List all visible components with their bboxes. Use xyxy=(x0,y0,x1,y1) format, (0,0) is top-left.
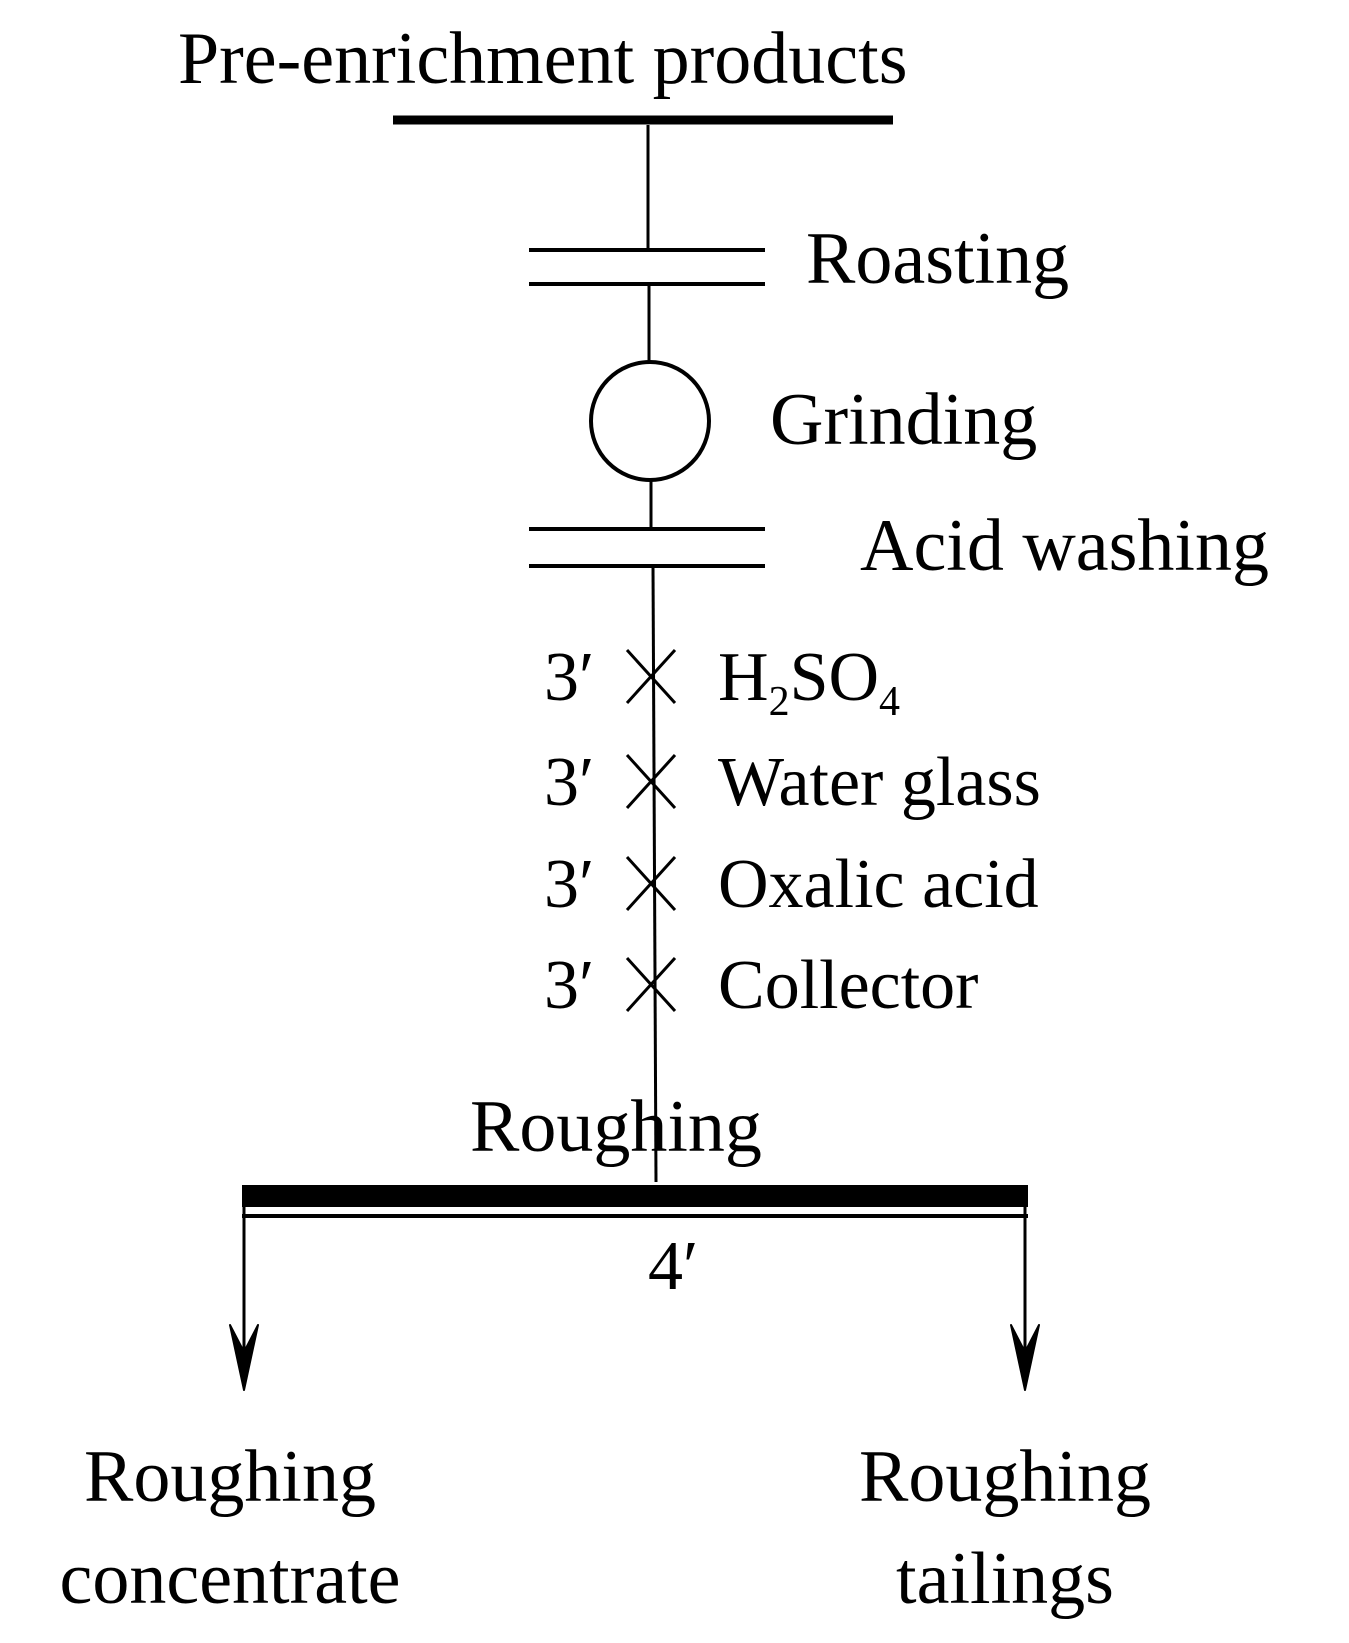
tailings-arrowhead xyxy=(1010,1324,1040,1391)
reagent-collector: Collector xyxy=(718,947,979,1024)
reagent-name-part: H xyxy=(718,639,769,716)
roughing-label: Roughing xyxy=(470,1086,762,1168)
reagent-time: 3′ xyxy=(544,744,595,821)
concentrate-arrowhead xyxy=(229,1324,259,1391)
reagent-oxalic-acid: Oxalic acid xyxy=(718,846,1039,923)
concentrate-label-line2: concentrate xyxy=(59,1538,401,1620)
roughing-flotation-bar xyxy=(242,1185,1028,1207)
stream-line xyxy=(651,565,658,1183)
reagent-time: 3′ xyxy=(544,846,595,923)
reagent-subscript: 2 xyxy=(768,678,790,725)
reagent-time: 3′ xyxy=(544,947,595,1024)
reagent-subscript: 4 xyxy=(879,678,901,725)
acid-washing-label: Acid washing xyxy=(860,505,1269,587)
tailings-label-line2: tailings xyxy=(896,1538,1114,1620)
grinding-label: Grinding xyxy=(770,379,1038,461)
reagent-time: 3′ xyxy=(544,639,595,716)
concentrate-label-line1: Roughing xyxy=(84,1436,376,1518)
tailings-label: Roughing tailings xyxy=(800,1440,1210,1616)
roughing-time: 4′ xyxy=(648,1228,699,1305)
reagent-name-part: SO xyxy=(789,639,880,716)
reagent-water-glass: Water glass xyxy=(718,744,1041,821)
concentrate-label: Roughing concentrate xyxy=(20,1440,440,1616)
roasting-label: Roasting xyxy=(806,218,1070,300)
tailings-label-line1: Roughing xyxy=(859,1436,1151,1518)
reagent-h2so4: H2SO4 xyxy=(718,643,900,723)
grinding-mill-symbol xyxy=(589,360,711,482)
feed-label: Pre-enrichment products xyxy=(178,18,908,100)
reagent-addition-marks xyxy=(625,648,677,1013)
